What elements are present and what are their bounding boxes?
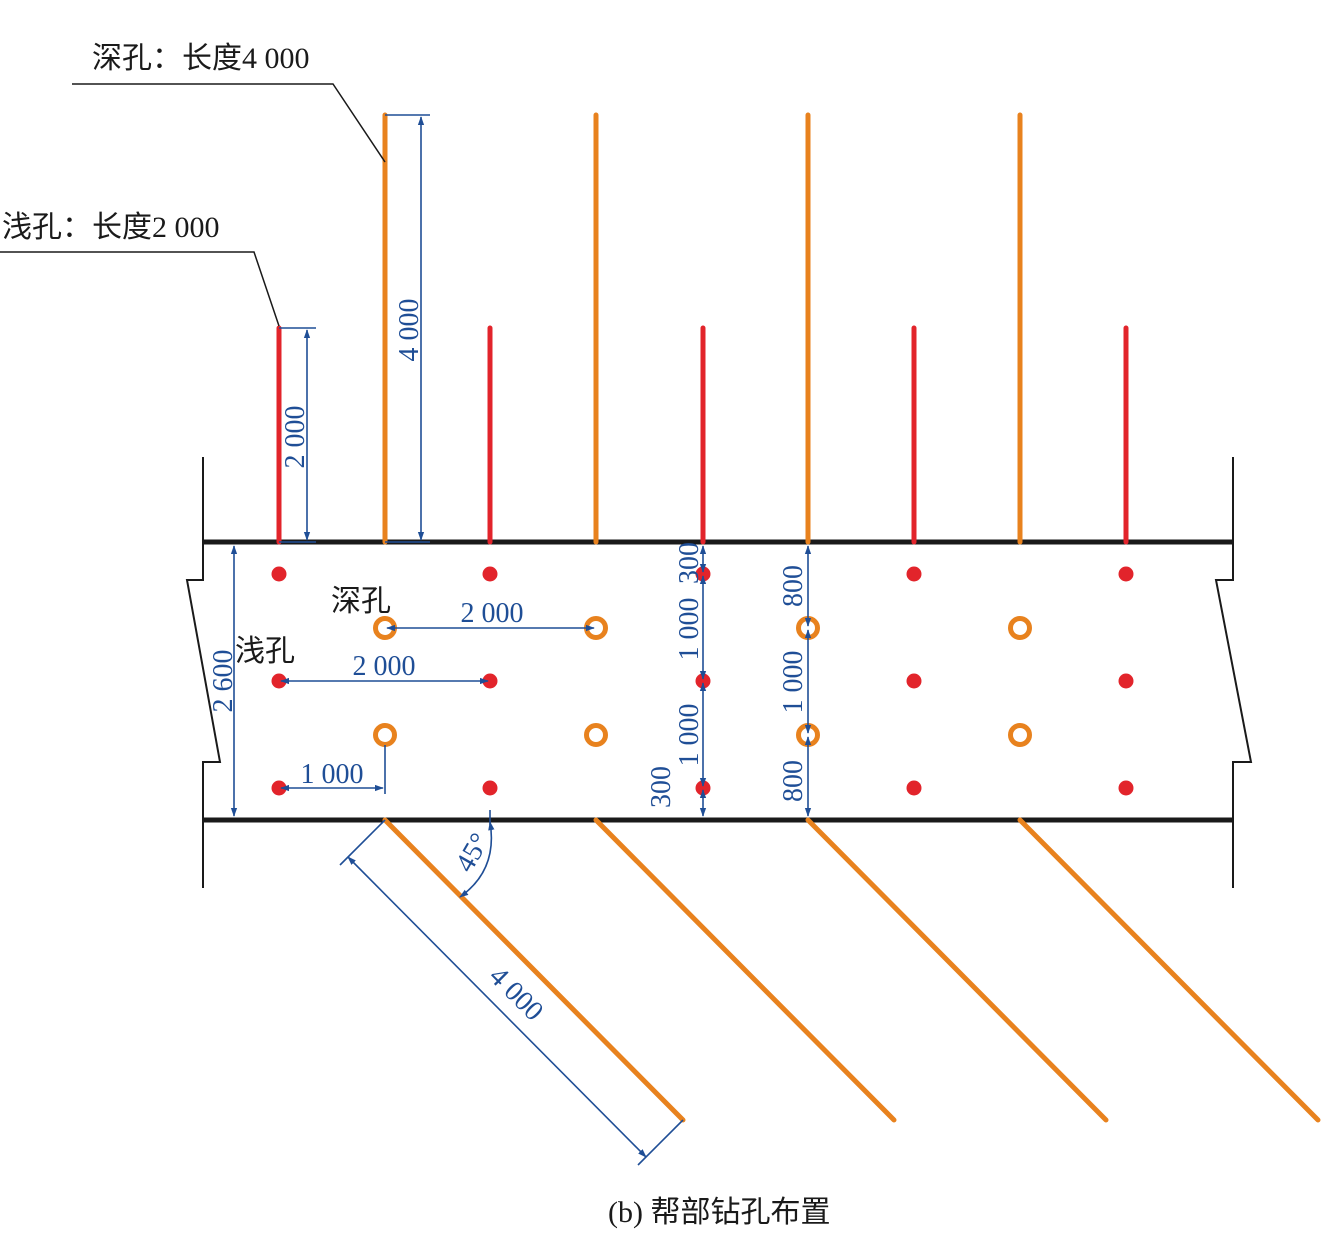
chain-text: 300 — [646, 766, 677, 808]
shallow-collar-dot — [906, 673, 922, 689]
chain-text: 800 — [778, 760, 809, 802]
dim-ext — [339, 819, 386, 866]
deep-hole-callout: 深孔：长度4 000 — [92, 42, 310, 75]
shallow-callout-leader — [0, 251, 280, 327]
shallow-hole-collars — [271, 566, 1134, 796]
dim-ext — [637, 1119, 684, 1166]
shallow-collar-dot — [1118, 780, 1134, 796]
shallow-collar-dot — [482, 673, 498, 689]
shallow-length-text: 2 000 — [280, 406, 311, 469]
shallow-collar-dot — [1118, 673, 1134, 689]
inclined-deep-hole — [805, 817, 1109, 1123]
vertical-holes — [276, 112, 1129, 545]
inclined-length-dim — [347, 856, 647, 1158]
right-break-line — [1214, 457, 1253, 888]
chain-text: 1 000 — [674, 598, 705, 661]
chain-text: 800 — [778, 565, 809, 607]
text-labels: 深孔：长度4 000 浅孔：长度2 000 深孔 浅孔 (b) 帮部钻孔布置 — [2, 42, 830, 1229]
shallow-collar-dot — [906, 566, 922, 582]
shallow-hole-callout: 浅孔：长度2 000 — [2, 211, 220, 244]
roadway-height-text: 2 600 — [208, 650, 239, 713]
edge-offset-text: 1 000 — [301, 759, 364, 790]
deep-length-text: 4 000 — [394, 299, 425, 362]
shallow-collar-dot — [906, 780, 922, 796]
shallow-collar-dot — [271, 566, 287, 582]
shallow-collar-dot — [695, 566, 711, 582]
dimension-lines — [230, 114, 812, 1166]
left-break-line — [185, 457, 222, 888]
deep-collar-ring — [373, 723, 397, 747]
figure-caption: (b) 帮部钻孔布置 — [608, 1196, 830, 1229]
chain-text: 1 000 — [674, 704, 705, 767]
angle-arc — [459, 821, 495, 898]
shallow-collar-dot — [482, 566, 498, 582]
shallow-collar-dot — [695, 673, 711, 689]
inclined-length-text: 4 000 — [483, 961, 549, 1027]
chain-text: 300 — [674, 542, 705, 584]
callout-leaders — [0, 83, 386, 327]
angle-text: 45° — [449, 828, 495, 877]
shallow-collar-dot — [482, 780, 498, 796]
inclined-deep-hole — [1017, 817, 1321, 1123]
shallow-collar-dot — [271, 780, 287, 796]
deep-collar-ring — [1008, 723, 1032, 747]
deep-collar-ring — [1008, 616, 1032, 640]
shallow-spacing-text: 2 000 — [353, 651, 416, 682]
deep-collar-ring — [584, 723, 608, 747]
deep-callout-leader — [72, 83, 386, 163]
shallow-collar-dot — [1118, 566, 1134, 582]
deep-hole-label: 深孔 — [331, 585, 391, 618]
roadway-walls — [185, 457, 1253, 888]
shallow-collar-dot — [695, 780, 711, 796]
shallow-hole-label: 浅孔 — [235, 635, 295, 668]
inclined-holes — [382, 817, 1321, 1123]
chain-text: 1 000 — [778, 651, 809, 714]
deep-spacing-text: 2 000 — [461, 598, 524, 629]
dimension-texts: 4 000 2 000 2 600 2 000 2 000 1 000 300 … — [208, 299, 809, 1028]
shallow-collar-dot — [271, 673, 287, 689]
